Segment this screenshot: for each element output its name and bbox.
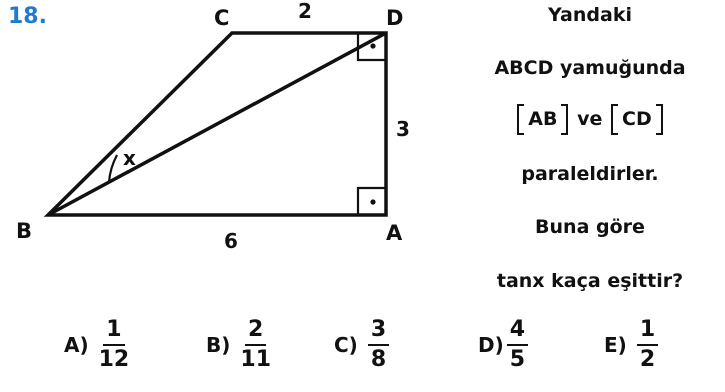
- choice-b-numerator: 2: [245, 316, 267, 346]
- right-angle-dot-d: [370, 43, 376, 49]
- vertex-label-b: B: [16, 219, 32, 243]
- measure-cd: 2: [298, 0, 312, 23]
- question-line-4: Buna göre: [535, 216, 645, 238]
- choice-a[interactable]: A) 1 12: [64, 316, 129, 374]
- segment-connector: ve: [577, 108, 603, 130]
- choice-c-numerator: 3: [367, 316, 390, 346]
- vertex-label-d: D: [386, 6, 403, 30]
- question-line-3: paraleldirler.: [521, 163, 659, 185]
- choice-b-label: B): [206, 333, 231, 357]
- choice-e-numerator: 1: [636, 316, 659, 346]
- choice-c-label: C): [334, 333, 358, 357]
- choice-a-numerator: 1: [103, 316, 125, 346]
- question-line-5: tanx kaça eşittir?: [496, 270, 684, 292]
- choice-e[interactable]: E) 1 2: [604, 316, 659, 374]
- choice-d-fraction: 4 5: [506, 316, 529, 374]
- vertex-label-c: C: [214, 6, 229, 30]
- right-angle-mark-d: [356, 33, 386, 62]
- measure-ab: 6: [224, 229, 238, 253]
- choice-e-fraction: 1 2: [636, 316, 659, 374]
- right-angle-dot-a: [370, 199, 376, 205]
- diagonal-bd: [47, 31, 387, 217]
- choice-e-denominator: 2: [639, 347, 656, 372]
- choice-b-denominator: 11: [240, 347, 272, 372]
- vertex-label-a: A: [386, 221, 403, 245]
- choice-d-denominator: 5: [509, 347, 526, 372]
- choice-b[interactable]: B) 2 11: [206, 316, 271, 374]
- right-angle-mark-a: [356, 186, 386, 215]
- choice-c-denominator: 8: [370, 347, 387, 372]
- question-line-1: Yandaki: [548, 4, 632, 26]
- choice-e-label: E): [604, 333, 627, 357]
- choice-a-label: A): [64, 333, 89, 357]
- segment-ab: AB: [517, 104, 569, 135]
- segment-statement: AB ve CD: [455, 104, 725, 135]
- angle-arc-x: [107, 154, 118, 183]
- measure-da: 3: [396, 117, 410, 141]
- choice-c-fraction: 3 8: [367, 316, 390, 374]
- segment-cd: CD: [611, 104, 663, 135]
- choice-d[interactable]: D) 4 5: [478, 316, 529, 374]
- question-number: 18.: [8, 4, 47, 29]
- choice-d-numerator: 4: [506, 316, 529, 346]
- choice-c[interactable]: C) 3 8: [334, 316, 390, 374]
- choice-d-label: D): [478, 333, 504, 357]
- choice-a-fraction: 1 12: [99, 316, 130, 374]
- question-line-2: ABCD yamuğunda: [494, 57, 686, 79]
- choice-a-denominator: 12: [98, 347, 130, 372]
- choice-b-fraction: 2 11: [240, 316, 271, 374]
- angle-label-x: x: [123, 146, 136, 170]
- trapezoid-figure: C D B A 2 3 6 x: [16, 0, 410, 253]
